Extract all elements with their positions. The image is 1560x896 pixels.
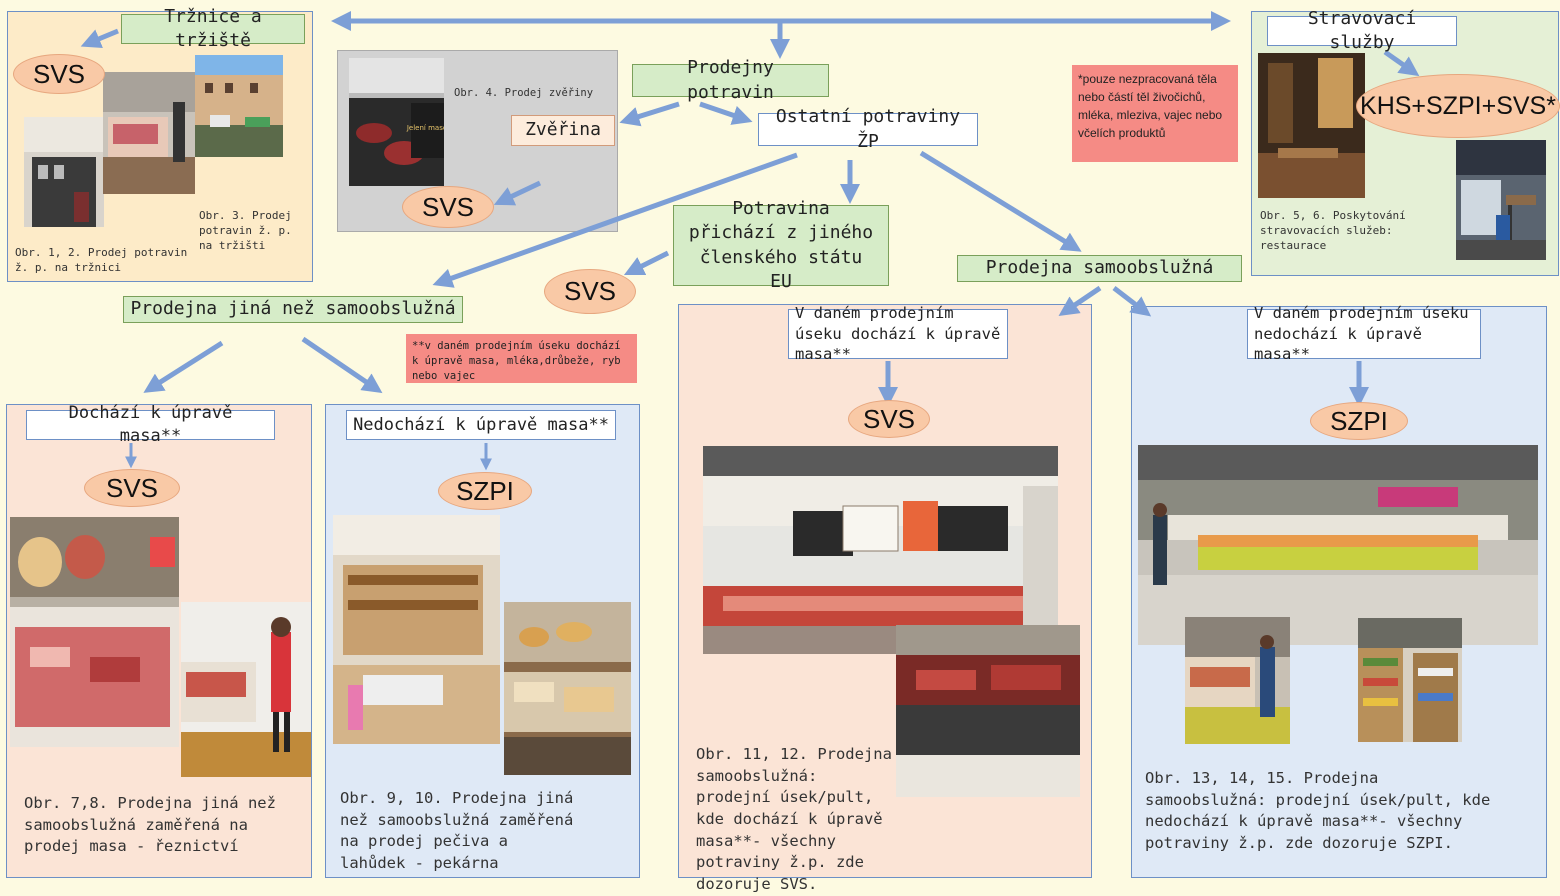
ss-store-photo-3: [1358, 618, 1462, 742]
restaurant-photo-2: [1456, 140, 1546, 260]
game-box-label: Jelení maso: [406, 124, 444, 132]
caption-obr3: Obr. 3. Prodej potravin ž. p. na tržišti: [199, 209, 292, 252]
game-meat-photo: Jelení maso: [349, 58, 444, 186]
node-eu-food[interactable]: Potravina přichází z jiného členského st…: [673, 198, 889, 292]
caption-obr910: Obr. 9, 10. Prodejna jiná než samoobsluž…: [340, 789, 574, 873]
node-no-meat-processing[interactable]: Nedochází k úpravě masa**: [346, 410, 616, 440]
node-catering[interactable]: Stravovací služby: [1267, 8, 1457, 53]
caption-obr12: Obr. 1, 2. Prodej potravin ž. p. na tržn…: [15, 246, 188, 274]
node-ss-meat-processing[interactable]: V daném prodejním úseku dochází k úpravě…: [788, 304, 1008, 363]
node-food-shops[interactable]: Prodejny potravin: [632, 57, 829, 103]
ss-store-photo-2: [1185, 617, 1290, 744]
authority-markets: SVS: [13, 54, 105, 94]
market-photo-3: [195, 55, 283, 157]
note-double-star: **v daném prodejním úseku dochází k úpra…: [406, 334, 637, 383]
node-game[interactable]: Zvěřina: [511, 115, 615, 146]
caption-obr78: Obr. 7,8. Prodejna jiná než samoobslužná…: [24, 794, 276, 856]
node-ss-no-meat-processing[interactable]: V daném prodejním úseku nedochází k úpra…: [1247, 304, 1481, 363]
authority-eu: SVS: [544, 269, 636, 314]
authority-no-meat: SZPI: [438, 472, 532, 510]
butcher-photo-1: [10, 517, 179, 747]
node-markets[interactable]: Tržnice a tržiště: [121, 6, 305, 51]
authority-ss-no-meat: SZPI: [1310, 402, 1408, 440]
authority-catering: KHS+SZPI+SVS*: [1356, 74, 1560, 138]
caption-obr4: Obr. 4. Prodej zvěřiny: [454, 87, 594, 99]
node-self-service[interactable]: Prodejna samoobslužná: [957, 255, 1242, 282]
node-non-self-service[interactable]: Prodejna jiná než samoobslužná: [123, 296, 463, 323]
restaurant-photo-1: [1258, 53, 1365, 198]
ss-meat-counter-photo-1: [703, 446, 1058, 654]
bakery-photo-1: [333, 515, 500, 744]
market-photo-2: [103, 72, 195, 194]
caption-obr131415: Obr. 13, 14, 15. Prodejna samoobslužná: …: [1145, 769, 1491, 853]
ss-meat-counter-photo-2: [896, 625, 1080, 797]
authority-game: SVS: [402, 186, 494, 228]
caption-obr56: Obr. 5, 6. Poskytování stravovacích služ…: [1260, 209, 1406, 252]
note-star: *pouze nezpracovaná těla nebo částí těl …: [1072, 65, 1238, 162]
ss-store-photo-1: [1138, 445, 1538, 645]
market-photo-1: [24, 117, 104, 227]
bakery-photo-2: [504, 602, 631, 775]
authority-ss-meat: SVS: [848, 400, 930, 438]
caption-obr1112: Obr. 11, 12. Prodejna samoobslužná: prod…: [696, 745, 892, 894]
butcher-photo-2: [181, 602, 311, 777]
node-meat-processing[interactable]: Dochází k úpravě masa**: [26, 403, 275, 446]
node-other-animal-foods[interactable]: Ostatní potraviny ŽP: [758, 106, 978, 152]
authority-meat: SVS: [84, 469, 180, 507]
